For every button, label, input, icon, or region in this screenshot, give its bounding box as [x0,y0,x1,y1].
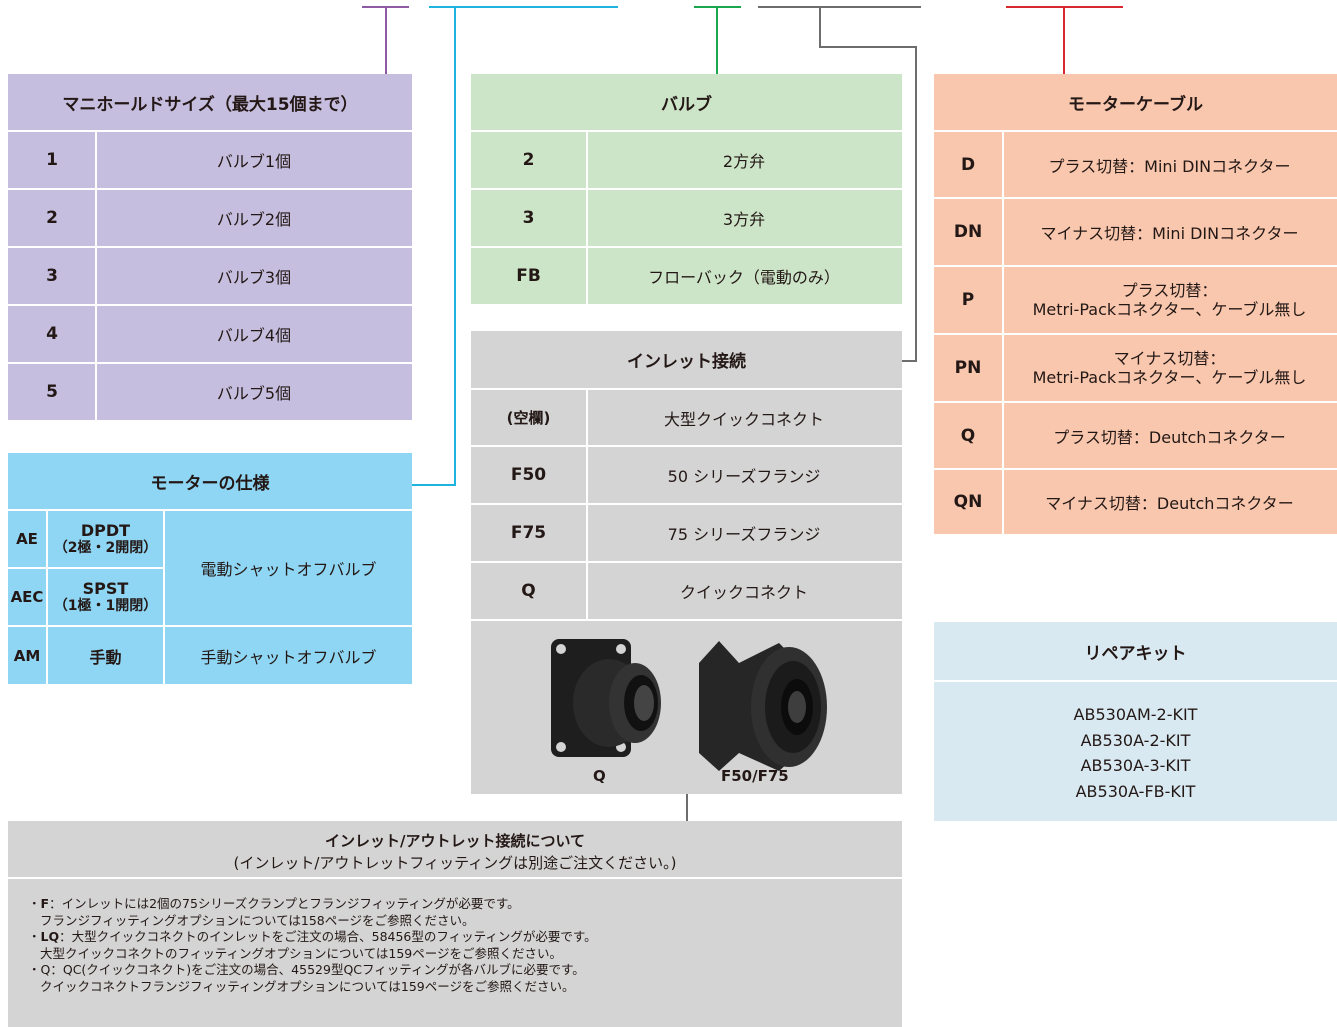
table-row: QN マイナス切替：Deutchコネクター [953,492,1294,513]
list-item: ・Q：QC(クイックコネクト)をご注文の場合、45529型QCフィッティングが各… [28,962,585,994]
manifold-size-table: マニホールドサイズ（最大15個まで） 1 バルブ1個 2 バルブ2個 3 バルブ… [8,74,412,420]
motor-header: モーターの仕様 [150,473,270,494]
table-row: Q プラス切替：Deutchコネクター [960,425,1286,447]
table-row: 2 2方弁 [522,150,766,171]
repair-kit-box: リペアキット AB530AM-2-KIT AB530A-2-KIT AB530A… [934,622,1337,821]
table-row: 2 バルブ2個 [46,208,292,229]
table-row: 3 3方弁 [522,208,766,229]
list-item: AB530AM-2-KIT [1073,705,1198,724]
table-row: F50 50 シリーズフランジ [510,465,821,486]
notes-subtitle: (インレット/アウトレットフィッティングは別途ご注文ください。) [233,854,677,872]
table-row: PN マイナス切替： Metri-Packコネクター、ケーブル無し [954,348,1307,387]
q-fitting-image [551,639,661,757]
valve-header: バルブ [661,94,712,115]
valve-table: バルブ 2 2方弁 3 3方弁 FB フローバック（電動のみ） [471,74,902,304]
q-image-label: Q [593,767,606,785]
kit-list: AB530AM-2-KIT AB530A-2-KIT AB530A-3-KIT … [934,702,1337,804]
inlet-outlet-notes: インレット/アウトレット接続について (インレット/アウトレットフィッティングは… [8,821,902,1027]
motor-cable-table: モーターケーブル D プラス切替：Mini DINコネクター DN マイナス切替… [934,74,1337,534]
kit-header: リペアキット [1084,643,1187,664]
notes-title: インレット/アウトレット接続について [324,832,586,850]
inlet-header: インレット接続 [627,352,746,372]
table-row: Q クイックコネクト [521,581,808,602]
table-row: 1 バルブ1個 [46,150,292,171]
table-row: 3 バルブ3個 [46,266,292,287]
table-row: 5 バルブ5個 [46,382,292,403]
list-item: ・F：インレットには2個の75シリーズクランプとフランジフィッティングが必要です… [28,896,520,928]
list-item: AB530A-FB-KIT [1075,781,1196,801]
list-item: AB530A-3-KIT [1080,756,1191,775]
table-row: D プラス切替：Mini DINコネクター [960,154,1291,176]
motor-spec-table: モーターの仕様 AE DPDT （2極・2開閉） AEC SPST （1極・1開… [8,453,412,684]
table-row: 4 バルブ4個 [46,324,292,345]
table-row: DN マイナス切替：Mini DINコネクター [953,222,1299,243]
flange-image-label: F50/F75 [721,767,789,785]
notes-list: ・F：インレットには2個の75シリーズクランプとフランジフィッティングが必要です… [28,896,892,995]
table-row: P プラス切替： Metri-Packコネクター、ケーブル無し [961,280,1307,319]
list-item: AB530A-2-KIT [1080,730,1191,750]
table-row: FB フローバック（電動のみ） [516,266,840,287]
table-row: F75 75 シリーズフランジ [510,523,821,544]
cable-header: モーターケーブル [1068,94,1203,115]
table-row: (空欄) 大型クイックコネクト [506,409,824,429]
list-item: ・LQ：大型クイックコネクトのインレットをご注文の場合、58456型のフィッティ… [28,929,597,961]
flange-fitting-image [699,641,827,771]
manifold-header: マニホールドサイズ（最大15個まで） [62,94,358,115]
inlet-connection-table: インレット接続 (空欄) 大型クイックコネクト F50 50 シリーズフランジ … [471,331,902,794]
